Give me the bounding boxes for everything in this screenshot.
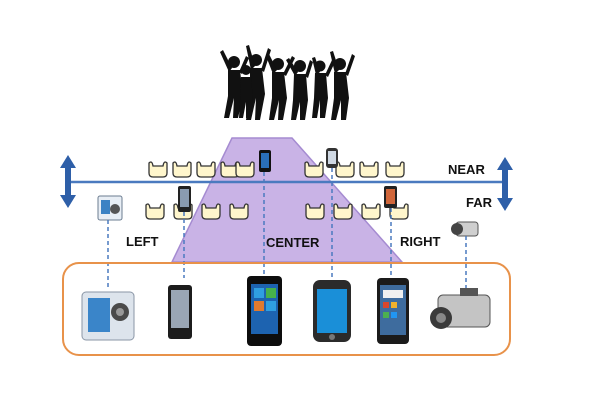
seat-icon bbox=[235, 161, 255, 178]
device-box bbox=[62, 262, 511, 356]
seat-icon bbox=[305, 203, 325, 220]
smartphone-icon bbox=[168, 285, 192, 339]
smartphone-icon bbox=[178, 186, 191, 212]
seat-row-far bbox=[145, 203, 409, 220]
seat-icon bbox=[359, 161, 379, 178]
center-label: CENTER bbox=[266, 235, 320, 250]
seat-icon bbox=[361, 203, 381, 220]
smartphone-icon bbox=[326, 148, 338, 168]
seat-icon bbox=[145, 203, 165, 220]
dancing-crowd-icon bbox=[220, 45, 355, 120]
double-arrow-icon bbox=[60, 155, 76, 208]
smartphone-icon bbox=[259, 150, 271, 172]
near-label: NEAR bbox=[448, 162, 485, 177]
video-camera-icon bbox=[451, 221, 479, 237]
seat-icon bbox=[385, 161, 405, 178]
seat-icon bbox=[333, 203, 353, 220]
right-label: RIGHT bbox=[400, 234, 441, 249]
smartphone-icon bbox=[384, 186, 397, 208]
seat-icon bbox=[201, 203, 221, 220]
left-label: LEFT bbox=[126, 234, 159, 249]
double-arrow-icon bbox=[497, 157, 513, 211]
seat-icon bbox=[196, 161, 216, 178]
far-label: FAR bbox=[466, 195, 493, 210]
video-camera-icon bbox=[430, 288, 491, 329]
smartphone-icon bbox=[247, 276, 282, 346]
pocket-camcorder-icon bbox=[81, 291, 135, 341]
smartphone-icon bbox=[313, 280, 351, 342]
seat-row-near bbox=[148, 161, 405, 178]
small-camcorder-icon bbox=[97, 195, 123, 221]
seat-icon bbox=[304, 161, 324, 178]
seat-icon bbox=[172, 161, 192, 178]
seat-icon bbox=[229, 203, 249, 220]
smartphone-icon bbox=[377, 278, 409, 344]
seat-icon bbox=[335, 161, 355, 178]
seat-icon bbox=[148, 161, 168, 178]
